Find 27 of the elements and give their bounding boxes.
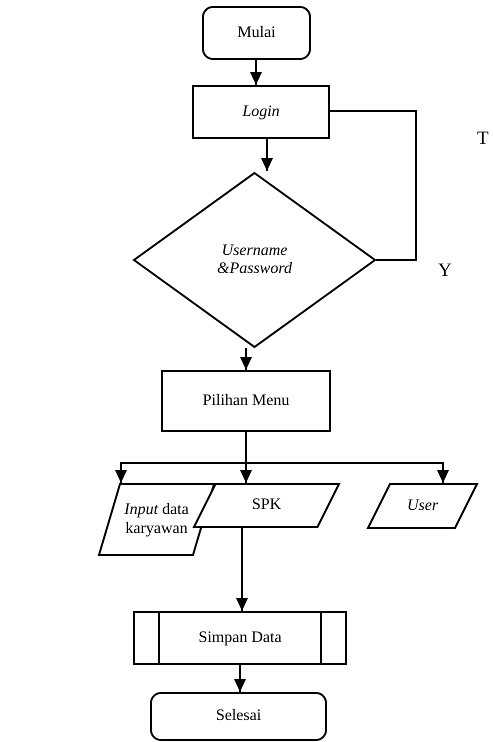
- branch-label: Y: [438, 260, 452, 282]
- node-label: Mulai: [237, 24, 276, 42]
- node-label: Username &Password: [216, 242, 293, 278]
- arrow: [234, 665, 246, 692]
- process-box: [192, 85, 330, 139]
- arrow: [250, 60, 262, 85]
- arrow: [240, 348, 252, 370]
- input-parallelogram: [367, 483, 478, 529]
- start-terminator: [202, 6, 311, 60]
- node-label: Selesai: [216, 707, 262, 726]
- node-label: SPK: [252, 496, 282, 515]
- arrow: [261, 139, 273, 171]
- subprocess-box: [133, 611, 347, 665]
- node-label: User: [406, 496, 438, 516]
- input-parallelogram: [193, 483, 340, 528]
- arrow: [236, 528, 248, 611]
- node-label: Login: [242, 102, 280, 122]
- arrow: [245, 432, 449, 483]
- node-label: Pilihan Menu: [202, 392, 290, 410]
- branch-label: T: [477, 128, 489, 150]
- end-terminator: [150, 692, 327, 741]
- input-parallelogram: [98, 483, 215, 556]
- node-label: Simpan Data: [198, 628, 282, 648]
- node-label: Input data karyawan: [123, 501, 190, 538]
- process-box: [161, 370, 331, 432]
- decision-diamond: [133, 172, 376, 348]
- connector-line: [330, 110, 417, 261]
